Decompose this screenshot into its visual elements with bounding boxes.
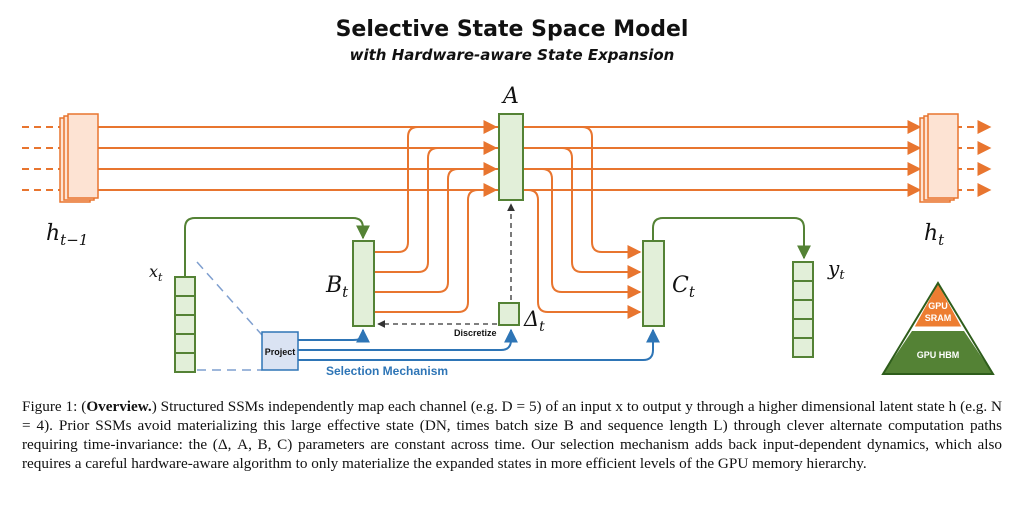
h-prev-state <box>59 113 99 203</box>
state-dashes <box>22 120 992 197</box>
delta-label: Δt <box>523 307 545 335</box>
a-label: A <box>501 84 519 109</box>
selection-label: Selection Mechanism <box>326 364 448 378</box>
h-prev-label: ht−1 <box>46 221 88 249</box>
x-to-project-dashes <box>196 261 263 371</box>
gpu-hbm-tier <box>883 331 993 374</box>
selection-arrows <box>298 328 660 361</box>
caption-text: ) Structured SSMs independently map each… <box>22 398 1003 472</box>
b-label: Bt <box>325 273 349 301</box>
caption-lead: Figure 1: ( <box>22 398 87 415</box>
gpu-sram-label-2: SRAM <box>925 313 952 323</box>
c-to-y-arrow <box>652 217 811 260</box>
discretize-label: Discretize <box>454 328 497 338</box>
project-box <box>261 331 299 371</box>
project-label: Project <box>265 347 296 357</box>
diagram-subtitle: with Hardware-aware State Expansion <box>350 46 675 64</box>
y-label: yt <box>827 256 845 283</box>
gpu-sram-tier <box>913 281 963 328</box>
state-to-c-paths <box>524 126 642 319</box>
a-matrix <box>498 113 524 201</box>
y-output-vector <box>792 261 814 358</box>
diagram-title: Selective State Space Model <box>336 17 689 42</box>
gpu-memory-pyramid <box>881 281 995 375</box>
c-matrix <box>642 240 665 327</box>
x-to-b-arrow <box>184 217 370 277</box>
b-to-state-paths <box>374 120 498 313</box>
x-input-vector <box>174 276 196 373</box>
h-next-state <box>919 113 959 203</box>
gpu-hbm-label: GPU HBM <box>917 350 960 360</box>
c-label: Ct <box>672 273 696 301</box>
x-label: xt <box>149 262 163 284</box>
gpu-sram-label-1: GPU <box>928 301 948 311</box>
h-next-label: ht <box>924 221 945 249</box>
delta-box <box>498 302 520 326</box>
b-matrix <box>352 240 375 327</box>
figure-caption: Figure 1: (Overview.) Structured SSMs in… <box>22 397 1002 473</box>
caption-bold: Overview. <box>86 398 152 415</box>
